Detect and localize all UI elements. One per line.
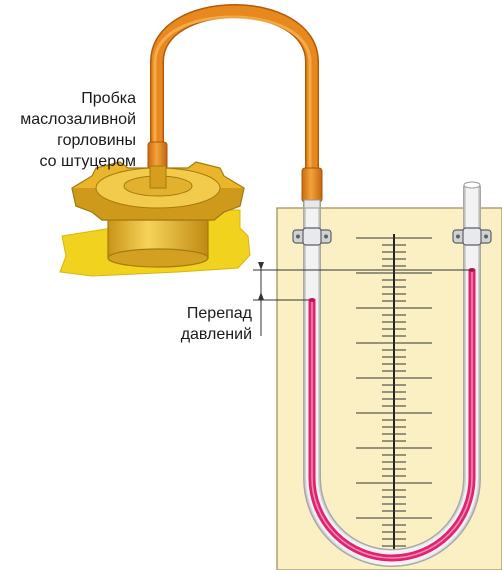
pressure-difference-label-line-1: Перепад [186, 305, 252, 322]
cap-label: Пробка маслозаливной горловины со штуцер… [20, 88, 136, 172]
pressure-difference-label: Перепад давлений [181, 303, 252, 345]
pressure-difference-marker [253, 262, 473, 336]
cap-label-line-3: горловины [57, 132, 136, 149]
cap-label-line-2: маслозаливной [20, 111, 136, 128]
cap-label-line-4: со штуцером [39, 153, 136, 170]
rubber-hose [150, 4, 319, 176]
pressure-difference-label-line-2: давлений [180, 326, 252, 343]
right-tube-clamp [452, 227, 492, 246]
hose-collar [301, 167, 323, 203]
cap-label-line-1: Пробка [81, 90, 136, 107]
measurement-scale [356, 234, 432, 562]
filler-cap-icon [71, 161, 245, 268]
left-tube-clamp [292, 227, 332, 246]
